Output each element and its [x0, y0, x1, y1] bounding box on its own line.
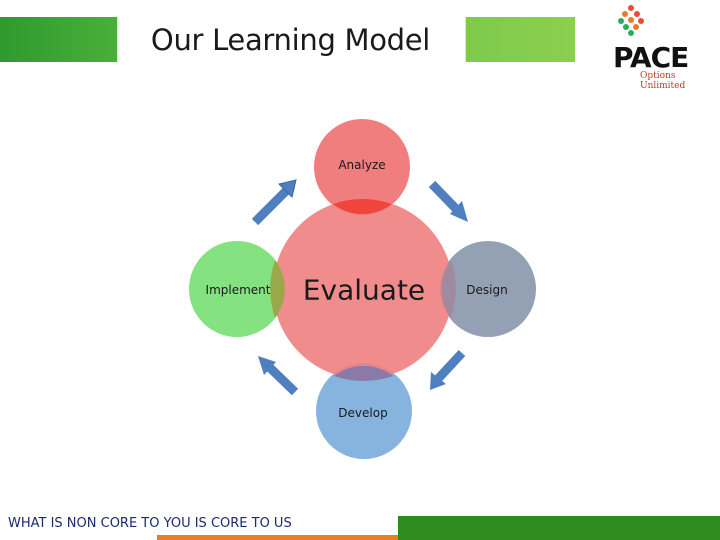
- overlap-bottom: [334, 365, 393, 381]
- arrow-analyze-to-design: [428, 180, 468, 222]
- pace-logo-icon: [618, 5, 644, 36]
- node-design-circle: [440, 241, 536, 337]
- node-develop-label: Develop: [338, 406, 388, 420]
- title-panel: [117, 17, 466, 62]
- logo-tagline: Options Unlimited: [640, 71, 686, 91]
- node-design-label: Design: [466, 283, 508, 297]
- center-circle: [273, 199, 453, 379]
- center-label: Evaluate: [302, 273, 426, 307]
- arrow-implement-to-analyze: [251, 179, 297, 226]
- node-analyze-circle: [314, 119, 410, 215]
- page-title: Our Learning Model: [150, 22, 431, 57]
- footer-green-bar: [398, 516, 720, 540]
- node-implement-label: Implement: [205, 283, 271, 297]
- arrow-develop-to-implement: [258, 356, 299, 396]
- logo-wordmark: PACE: [613, 41, 689, 74]
- node-implement-circle: [189, 241, 285, 337]
- overlap-right: [441, 260, 456, 318]
- overlap-top: [333, 199, 392, 215]
- overlap-left: [270, 260, 285, 318]
- footer-slogan: WHAT IS NON CORE TO YOU IS CORE TO US: [8, 516, 292, 531]
- footer-orange-bar: [157, 535, 400, 540]
- node-develop-circle: [316, 363, 412, 459]
- node-analyze-label: Analyze: [338, 158, 386, 172]
- arrow-design-to-develop: [430, 349, 466, 390]
